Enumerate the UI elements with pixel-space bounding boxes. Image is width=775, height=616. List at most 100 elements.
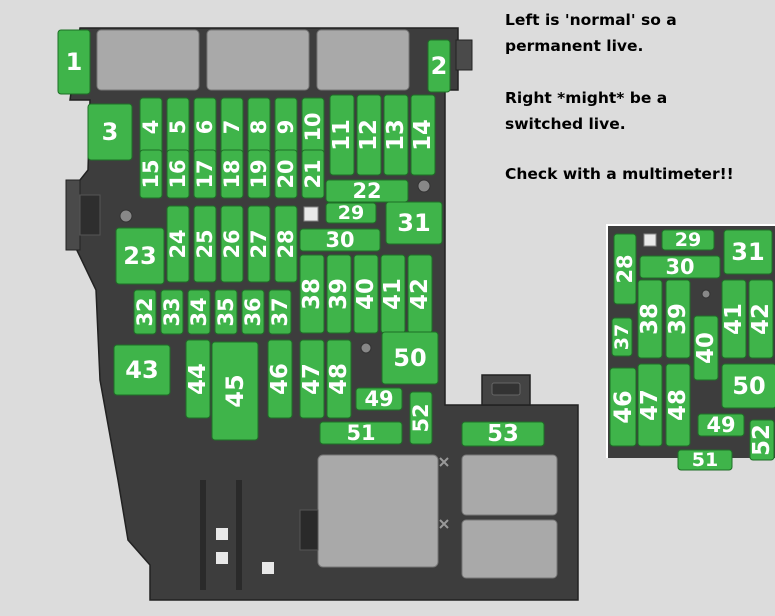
note-line-4: switched live. (505, 115, 626, 133)
relay-bottom-large (317, 454, 439, 568)
fuse-25 (193, 205, 217, 283)
fuse-24 (166, 205, 190, 283)
inset-fuse-48 (665, 363, 691, 447)
inset-fuse-label-48: 48 (665, 389, 691, 421)
fuse-48 (326, 339, 352, 419)
side-clip-left (65, 179, 81, 251)
fuse-label-36: 36 (241, 297, 265, 326)
inset-fuse-38 (637, 279, 663, 359)
fuse-label-26: 26 (220, 229, 244, 258)
inset-fuse-52 (749, 419, 775, 461)
fuse-23 (115, 227, 165, 285)
inset-fuse-49 (697, 413, 745, 437)
empty-socket (303, 206, 319, 222)
fuse-37 (268, 289, 292, 335)
fuse-label-46: 46 (267, 363, 293, 395)
inset-fuse-label-42: 42 (748, 303, 774, 335)
inset-fuse-47 (637, 363, 663, 447)
fuse-label-50: 50 (393, 344, 426, 372)
fuse-39 (326, 254, 352, 334)
relay-top-3 (316, 29, 410, 91)
fuse-label-41: 41 (380, 278, 406, 310)
fuse-label-35: 35 (214, 297, 238, 326)
fuse-16 (166, 149, 190, 199)
slot (236, 480, 242, 590)
empty-socket (216, 552, 228, 564)
relay-top-1 (96, 29, 200, 91)
fuse-31 (385, 201, 443, 245)
fuse-label-53: 53 (487, 421, 519, 447)
fuse-29 (325, 202, 377, 224)
inset-fuse-label-41: 41 (721, 303, 747, 335)
fuse-label-24: 24 (166, 229, 190, 258)
fuse-52 (409, 391, 433, 445)
fuse-label-38: 38 (299, 278, 325, 310)
inset-fuse-51 (677, 449, 733, 471)
fuse-1 (57, 29, 91, 95)
fuse-label-17: 17 (193, 159, 217, 188)
fuse-label-43: 43 (125, 356, 158, 384)
inset-fuse-31 (723, 229, 773, 275)
screw (119, 209, 133, 223)
inset-fuse-label-37: 37 (611, 324, 633, 350)
relay-bottom-right-1 (461, 454, 558, 516)
fuse-11 (329, 94, 355, 176)
fuse-label-42: 42 (407, 278, 433, 310)
fuse-label-49: 49 (364, 387, 393, 411)
fuse-label-14: 14 (410, 119, 436, 151)
fuse-46 (267, 339, 293, 419)
inset-fuse-label-40: 40 (693, 332, 719, 364)
fuse-3 (87, 103, 133, 161)
inset-fuse-28 (613, 233, 637, 305)
fuse-label-1: 1 (66, 48, 83, 76)
fuse-label-3: 3 (102, 118, 119, 146)
fuse-label-44: 44 (185, 363, 211, 395)
cross-mark (439, 457, 449, 529)
fuse-label-11: 11 (329, 119, 355, 151)
fuse-20 (274, 149, 298, 199)
empty-socket (643, 233, 657, 247)
fuse-49 (355, 387, 403, 411)
fuse-label-48: 48 (326, 363, 352, 395)
fuse-38 (299, 254, 325, 334)
fuse-label-34: 34 (187, 297, 211, 326)
inset-fuse-label-52: 52 (749, 424, 775, 456)
fuse-18 (220, 149, 244, 199)
fuse-label-45: 45 (221, 374, 249, 407)
fuse-17 (193, 149, 217, 199)
fuse-label-33: 33 (160, 297, 184, 326)
fuse-label-18: 18 (220, 159, 244, 188)
fuse-label-6: 6 (193, 120, 217, 135)
fuse-14 (410, 94, 436, 176)
inset-fuse-label-49: 49 (706, 413, 735, 437)
fuse-label-25: 25 (193, 229, 217, 258)
inset-fuse-42 (748, 279, 774, 359)
fuse-label-27: 27 (247, 229, 271, 258)
fuse-label-12: 12 (356, 119, 382, 151)
inset-fuse-50 (721, 363, 775, 409)
fuse-label-7: 7 (220, 120, 244, 135)
fuse-label-40: 40 (353, 278, 379, 310)
side-clip-left-inner (79, 194, 101, 236)
fuse-label-13: 13 (383, 119, 409, 151)
inset-fuse-29 (661, 229, 715, 251)
inset-fuse-40 (693, 315, 719, 381)
fuse-15 (139, 149, 163, 199)
fuse-45 (211, 341, 259, 441)
fuse-label-4: 4 (139, 120, 163, 135)
fuse-label-22: 22 (352, 179, 381, 203)
fuse-50 (381, 331, 439, 385)
inset-fuse-label-51: 51 (692, 449, 718, 471)
fuse-19 (247, 149, 271, 199)
inset-fuse-30 (639, 255, 721, 279)
fuse-13 (383, 94, 409, 176)
inset-fuse-label-50: 50 (732, 372, 765, 400)
fuse-label-52: 52 (409, 403, 433, 432)
fuse-label-9: 9 (274, 120, 298, 135)
inset-fuse-label-28: 28 (613, 254, 637, 283)
empty-socket (262, 562, 274, 574)
fuse-22 (325, 179, 409, 203)
fuse-51 (319, 421, 403, 445)
